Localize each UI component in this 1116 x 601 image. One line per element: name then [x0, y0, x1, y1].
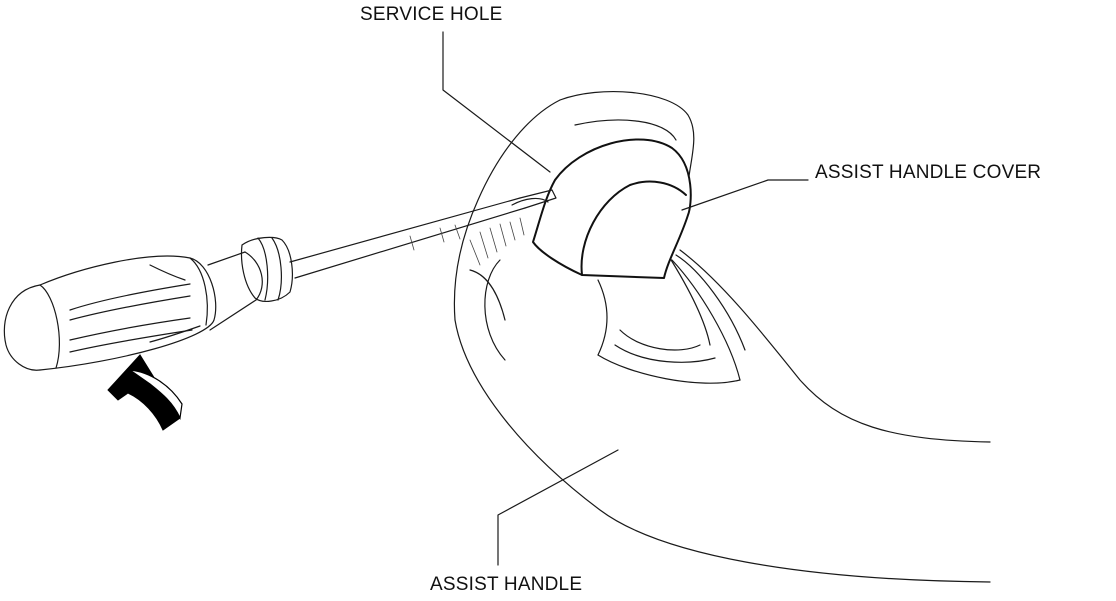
service-hole-label: SERVICE HOLE: [360, 4, 503, 25]
assist-handle-label: ASSIST HANDLE: [430, 574, 583, 595]
leader-lines: [442, 31, 809, 566]
assist-handle-cover-label: ASSIST HANDLE COVER: [815, 162, 1042, 183]
rotation-arrow-icon: [107, 354, 183, 431]
assist-handle-cover-drawing: [532, 138, 692, 279]
service-hole-leader-line: [442, 31, 551, 173]
assist-handle-cover-leader-line: [681, 179, 809, 211]
screwdriver-drawing: [3, 189, 557, 371]
assist-handle-leader-line: [497, 449, 619, 566]
assist-handle-drawing: [453, 91, 991, 583]
